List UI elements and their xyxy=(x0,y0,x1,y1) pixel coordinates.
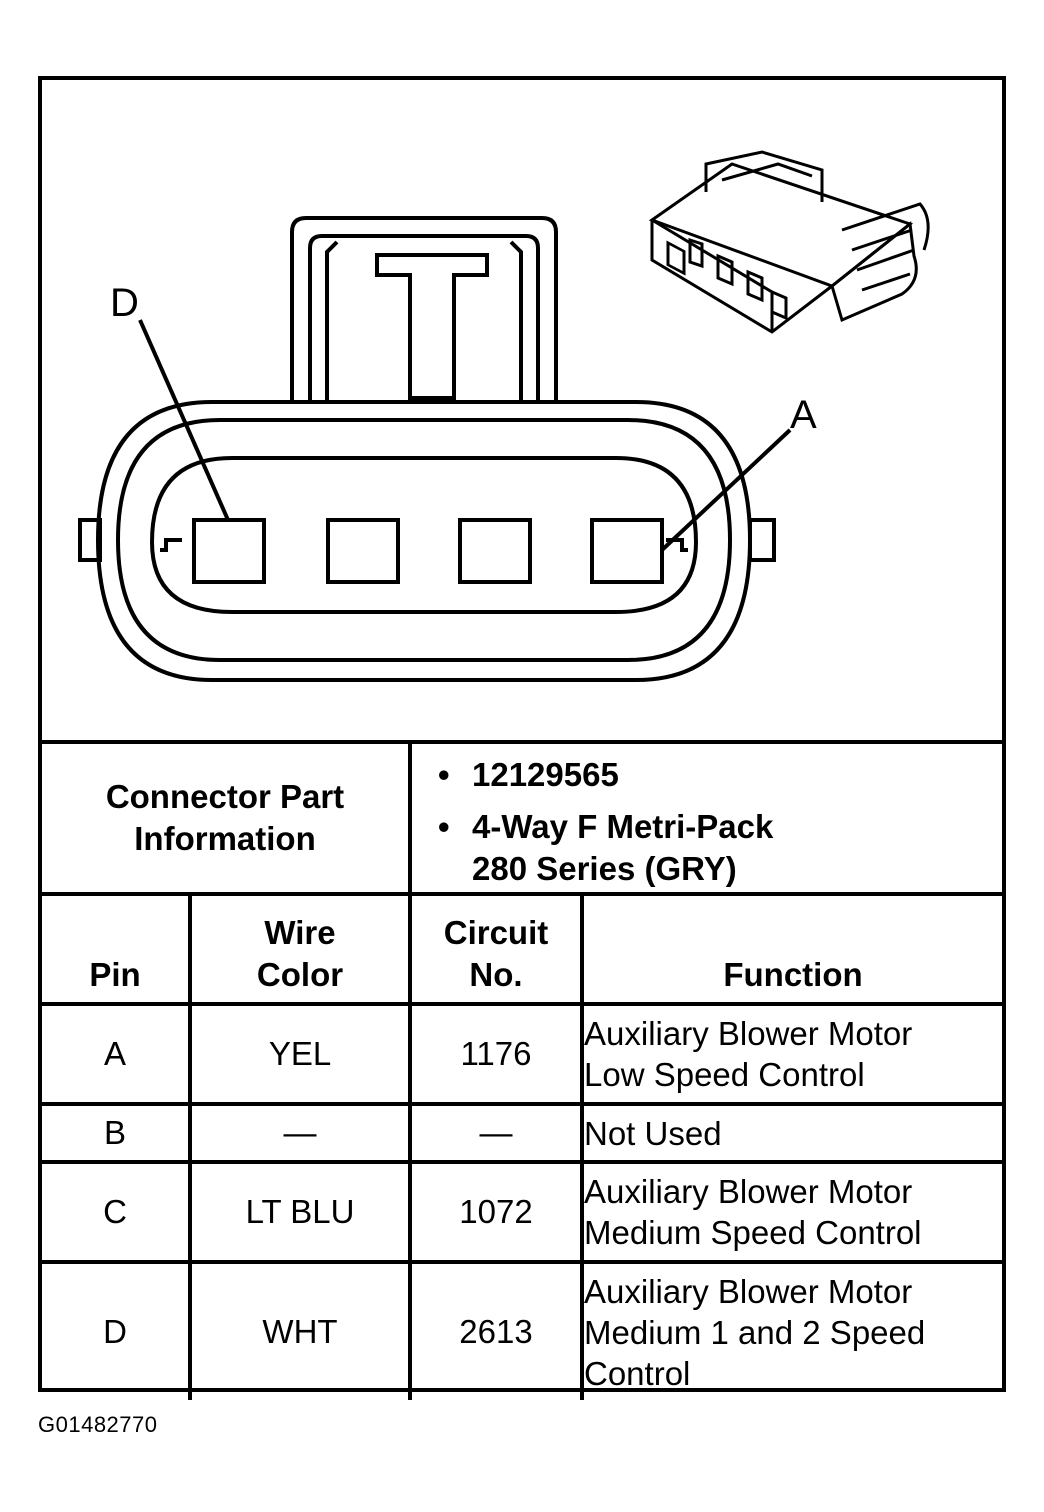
circuit-cell: 2613 xyxy=(408,1260,584,1400)
wire-color-cell: — xyxy=(188,1102,412,1164)
connector-info-label-cell: Connector Part Information xyxy=(42,744,412,892)
header-pin: Pin xyxy=(42,896,192,1006)
connector-type-item: • 4-Way F Metri-Pack 280 Series (GRY) xyxy=(438,806,1002,890)
function-cell: Not Used xyxy=(580,1102,1002,1164)
circuit-cell: 1072 xyxy=(408,1160,584,1264)
part-number-item: • 12129565 xyxy=(438,754,1002,796)
connector-diagram: D A xyxy=(42,80,1002,740)
leader-line-d xyxy=(138,319,230,521)
pin-cell: C xyxy=(42,1160,192,1264)
wire-color-cell: YEL xyxy=(188,1002,412,1106)
pin-label-d: D xyxy=(110,281,139,325)
pin-cell: B xyxy=(42,1102,192,1164)
header-wire-color: Wire Color xyxy=(188,896,412,1006)
pin-label-a: A xyxy=(790,393,817,437)
table-row: D WHT 2613 Auxiliary Blower Motor Medium… xyxy=(42,1260,1002,1400)
pin-cell: A xyxy=(42,1002,192,1106)
pin-cavity-b xyxy=(458,518,532,584)
bullet-icon: • xyxy=(438,756,450,793)
bullet-icon: • xyxy=(438,808,450,845)
leader-line-a xyxy=(660,428,792,552)
function-cell: Auxiliary Blower Motor Medium 1 and 2 Sp… xyxy=(580,1260,1002,1400)
wire-color-cell: WHT xyxy=(188,1260,412,1400)
part-number: 12129565 xyxy=(472,756,619,793)
pin-table: Pin Wire Color Circuit No. Function A YE… xyxy=(42,896,1002,1400)
pin-cell: D xyxy=(42,1260,192,1400)
header-function: Function xyxy=(580,896,1002,1006)
header-circuit-no: Circuit No. xyxy=(408,896,584,1006)
pin-table-header: Pin Wire Color Circuit No. Function xyxy=(42,896,1002,1006)
pin-cavity-a xyxy=(590,518,664,584)
circuit-cell: 1176 xyxy=(408,1002,584,1106)
function-cell: Auxiliary Blower Motor Low Speed Control xyxy=(580,1002,1002,1106)
connector-type: 4-Way F Metri-Pack 280 Series (GRY) xyxy=(472,808,774,887)
wire-color-cell: LT BLU xyxy=(188,1160,412,1264)
connector-figure-frame: D A Connector Part Information • 1212956… xyxy=(38,76,1006,1400)
connector-info-values: • 12129565 • 4-Way F Metri-Pack 280 Seri… xyxy=(412,744,1002,892)
connector-info-label: Connector Part Information xyxy=(105,778,345,857)
circuit-cell: — xyxy=(408,1102,584,1164)
connector-isometric-view xyxy=(648,150,930,334)
connector-body xyxy=(78,400,776,682)
pin-cavity-c xyxy=(326,518,400,584)
table-row: B — — Not Used xyxy=(42,1102,1002,1164)
connector-part-info: Connector Part Information • 12129565 • … xyxy=(42,740,1002,896)
pin-cavity-d xyxy=(192,518,266,584)
table-row: C LT BLU 1072 Auxiliary Blower Motor Med… xyxy=(42,1160,1002,1264)
connector-latch xyxy=(290,216,558,402)
table-row: A YEL 1176 Auxiliary Blower Motor Low Sp… xyxy=(42,1002,1002,1106)
function-cell: Auxiliary Blower Motor Medium Speed Cont… xyxy=(580,1160,1002,1264)
figure-id: G01482770 xyxy=(38,1412,158,1437)
